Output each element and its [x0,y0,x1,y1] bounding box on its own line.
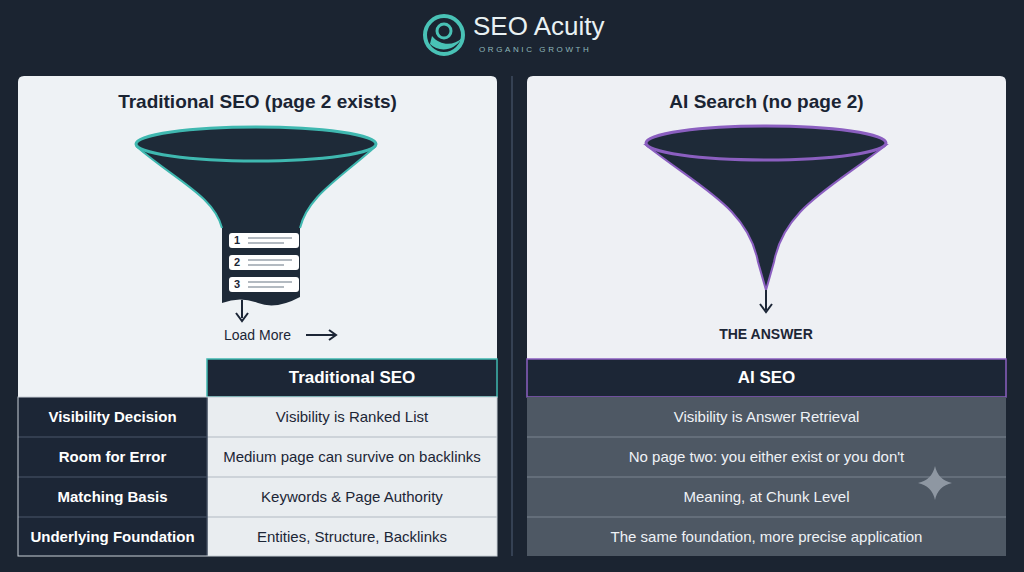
table-cell: Visibility is Ranked List [207,397,497,437]
table-cell: Keywords & Page Authority [207,477,497,517]
table-header-cell [207,359,497,397]
answer-label: THE ANSWER [696,324,836,344]
table-cell: Visibility is Answer Retrieval [527,397,1006,437]
table-cell-column [527,397,1006,556]
panel: AI Search (no page 2) [527,76,1006,359]
list-number: 1 [230,233,244,248]
ranked-list-funnel [136,127,376,340]
table-cell: Meaning, at Chunk Level [527,477,1006,517]
table-header-cell [527,359,1006,397]
table-row-lines [527,437,1006,517]
table-cell-column [207,397,497,556]
panel-heading: AI Search (no page 2) [527,76,1006,113]
table-cell: Medium page can survive on backlinks [207,437,497,477]
list-number: 3 [230,277,244,292]
table-cell: The same foundation, more precise applic… [527,517,1006,556]
column-header: Traditional SEO [207,359,497,397]
load-more-label: Load More [224,325,306,345]
panel: Traditional SEO (page 2 exists) [18,76,497,359]
panel-heading: Traditional SEO (page 2 exists) [18,76,497,113]
answer-funnel [646,126,886,312]
column-header: AI SEO [527,359,1006,397]
logo-icon [425,16,463,54]
row-label: Visibility Decision [18,397,207,437]
table-border [18,397,497,556]
logo-subtitle: ORGANIC GROWTH [473,44,633,56]
list-number: 2 [230,255,244,270]
divider-line [511,76,513,556]
panel-ground [527,76,1006,359]
sparkle-mark [918,466,952,500]
table-cell: No page two: you either exist or you don… [527,437,1006,477]
table-blank-cell [18,359,207,397]
row-label: Matching Basis [18,477,207,517]
table-row-label-column [18,397,207,556]
row-label: Underlying Foundation [18,517,207,556]
table-row-lines [18,397,207,556]
table-row-lines [207,437,497,517]
panel-ground [18,76,497,359]
logo-title: SEO Acuity [473,11,605,43]
row-label: Room for Error [18,437,207,477]
table-cell: Entities, Structure, Backlinks [207,517,497,556]
